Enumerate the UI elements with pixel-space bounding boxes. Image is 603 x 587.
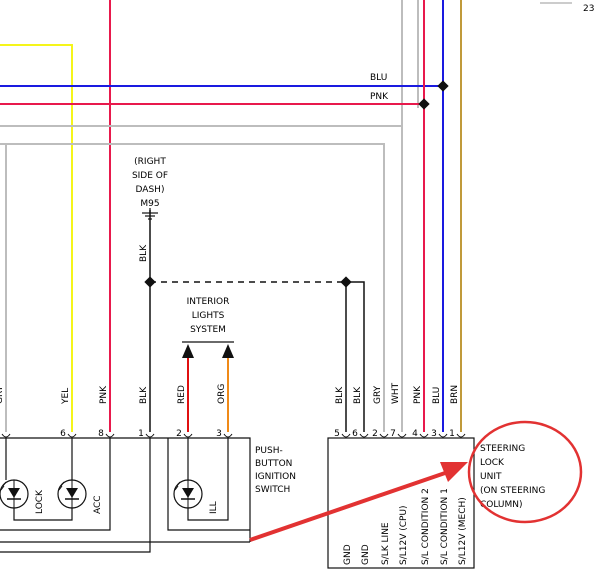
- ground-splice-dot-right: [340, 276, 352, 288]
- ground-point: (RIGHT SIDE OF DASH) M95 BLK: [132, 157, 168, 262]
- interior-lights-system: INTERIOR LIGHTS SYSTEM: [182, 297, 234, 358]
- blu-bus-label: BLU: [370, 73, 387, 83]
- steering-pin-5-connector-icon: [341, 433, 351, 438]
- steering-pin-4-function: S/L CONDITION 2: [421, 488, 431, 565]
- blk-wire-steering-pin6: [346, 281, 365, 432]
- ignition-switch-outline: [0, 437, 251, 542]
- ignition-pin-2-number: 2: [176, 429, 182, 439]
- led-lock-label: LOCK: [35, 489, 45, 514]
- ground-location-line-3: DASH): [136, 185, 165, 195]
- steering-pin-5-function: GND: [343, 544, 353, 565]
- yel-wire-ignition-pin6: [0, 44, 73, 432]
- ignition-pin-1-wire-color: BLK: [139, 386, 149, 404]
- ignition-switch-name-line-4: SWITCH: [255, 485, 290, 495]
- steering-lock-name-line-4: (ON STEERING: [480, 486, 545, 496]
- steering-lock-name-line-5: COLUMN): [480, 500, 523, 510]
- ignition-pin-8-connector-icon: [105, 433, 115, 438]
- interior-lights-line-2: LIGHTS: [192, 311, 225, 321]
- steering-pin-6-number: 6: [352, 429, 358, 439]
- steering-pin-6-connector-icon: [359, 433, 369, 438]
- ignition-pin-1-connector-icon: [145, 433, 155, 438]
- steering-pin-2-number: 2: [372, 429, 378, 439]
- callout-arrow-shaft: [249, 470, 449, 542]
- steering-pin-2-function: S/LK LINE: [381, 522, 391, 565]
- steering-lock-name-line-3: UNIT: [480, 472, 502, 482]
- arrow-up-icon: [222, 344, 234, 358]
- ignition-pin-3-number: 3: [216, 429, 222, 439]
- ignition-switch-name-line-3: IGNITION: [255, 472, 296, 482]
- ignition-internal-wire: [187, 438, 229, 521]
- page-number: 23: [583, 4, 594, 14]
- steering-pin-7-connector-icon: [397, 433, 407, 438]
- ignition-pin-5-connector-icon: [1, 433, 11, 438]
- ground-wire-color: BLK: [139, 244, 149, 262]
- steering-pin-5-number: 5: [334, 429, 340, 439]
- ignition-pin-5-wire-color: GRY: [0, 385, 5, 404]
- arrow-up-icon: [182, 344, 194, 358]
- led-acc-icon: [57, 479, 87, 509]
- ignition-pin-2-connector-icon: [183, 433, 193, 438]
- interior-lights-line-3: SYSTEM: [190, 325, 226, 335]
- ignition-pin-6-number: 6: [60, 429, 66, 439]
- steering-pin-5-wire-color: BLK: [335, 386, 345, 404]
- ignition-pin-2-wire-color: RED: [177, 385, 187, 404]
- steering-pin-7-number: 7: [390, 429, 396, 439]
- steering-lock-name-line-2: LOCK: [480, 458, 505, 468]
- steering-pin-4-wire-color: PNK: [413, 385, 423, 404]
- ground-symbol-icon: [142, 208, 158, 220]
- ignition-internal-wire: [13, 508, 73, 521]
- ignition-inner-ground: [0, 438, 151, 553]
- ground-location-line-2: SIDE OF: [132, 171, 168, 181]
- steering-lock-name-line-1: STEERING: [480, 444, 525, 454]
- steering-pin-4-connector-icon: [419, 433, 429, 438]
- callout-circle: [467, 420, 583, 524]
- ignition-switch-name-line-1: PUSH-: [255, 446, 283, 456]
- ignition-pin-6-wire-color: YEL: [61, 388, 71, 405]
- steering-pin-3-wire-color: BLU: [432, 387, 442, 404]
- led-acc-label: ACC: [93, 495, 103, 514]
- ignition-pin-8-number: 8: [98, 429, 104, 439]
- ground-id: M95: [140, 199, 159, 209]
- steering-pin-7-function: S/L12V (CPU): [399, 505, 409, 565]
- steering-pin-4-number: 4: [412, 429, 418, 439]
- steering-pin-1-connector-icon: [456, 433, 466, 438]
- led-ill-icon: [173, 479, 203, 509]
- blu-splice-dot: [437, 80, 449, 92]
- ignition-ill-frame: [167, 438, 250, 531]
- pnk-splice-dot: [418, 98, 430, 110]
- steering-pin-3-number: 3: [431, 429, 437, 439]
- pnk-bus-label: PNK: [370, 92, 389, 102]
- steering-pin-3-function: S/L CONDITION 1: [440, 488, 450, 565]
- ignition-pin-1-number: 1: [138, 429, 144, 439]
- steering-pin-1-function: S/L12V (MECH): [458, 497, 468, 565]
- ignition-internal-wire: [0, 438, 111, 531]
- led-lock-icon: [0, 479, 29, 509]
- interior-lights-line-1: INTERIOR: [187, 297, 230, 307]
- steering-pin-1-number: 1: [449, 429, 455, 439]
- steering-pin-6-function: GND: [361, 544, 371, 565]
- steering-pin-2-connector-icon: [379, 433, 389, 438]
- wht-wire-steering-pin7: [0, 125, 403, 432]
- steering-lock-outline: [327, 437, 475, 569]
- ignition-switch-name-line-2: BUTTON: [255, 459, 292, 469]
- steering-lock-unit: 5 BLK GND 6 BLK GND 2 GRY S/LK LINE 7 WHT S/L12V (C…: [327, 382, 545, 569]
- ignition-pin-3-connector-icon: [223, 433, 233, 438]
- led-ill-label: ILL: [209, 501, 219, 514]
- red-callout-annotation: [249, 420, 583, 542]
- steering-pin-7-wire-color: WHT: [391, 382, 401, 404]
- ignition-pin-3-wire-color: ORG: [217, 384, 227, 404]
- steering-pin-1-wire-color: BRN: [450, 385, 460, 404]
- steering-pin-2-wire-color: GRY: [373, 385, 383, 404]
- ground-location-line-1: (RIGHT: [134, 157, 166, 167]
- ignition-pin-8-wire-color: PNK: [99, 385, 109, 404]
- ignition-pin-6-connector-icon: [67, 433, 77, 438]
- callout-arrow-head-icon: [440, 462, 468, 482]
- ground-splice-dot-left: [144, 276, 156, 288]
- steering-pin-3-connector-icon: [438, 433, 448, 438]
- steering-pin-6-wire-color: BLK: [353, 386, 363, 404]
- gry-wire-steering-pin2: [0, 143, 385, 432]
